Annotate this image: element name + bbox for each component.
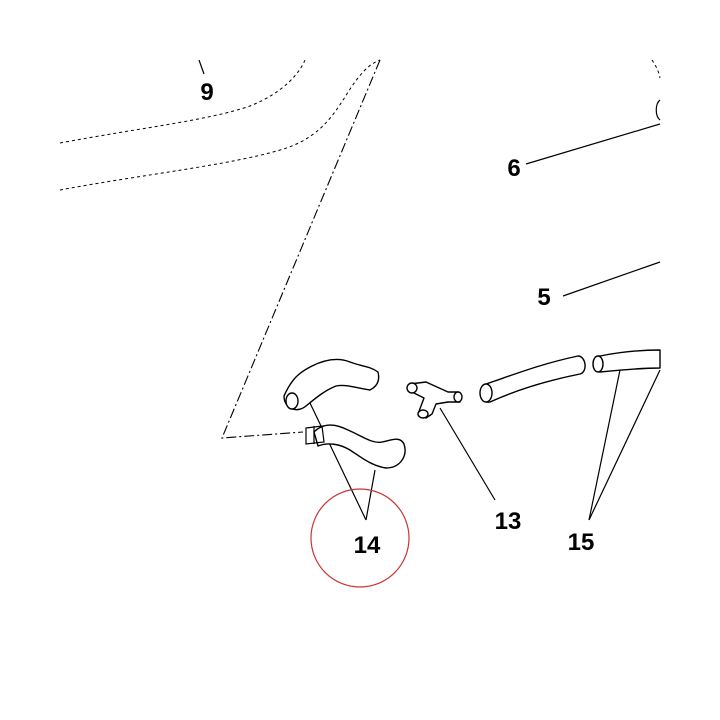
hose-14-upper xyxy=(283,358,380,411)
part-6-edge xyxy=(655,99,661,121)
leader-6 xyxy=(525,123,661,165)
panel-outline-lower xyxy=(59,59,381,191)
callout-13: 13 xyxy=(495,508,522,535)
panel-outline-upper xyxy=(59,59,306,144)
callout-14: 14 xyxy=(354,532,381,559)
leader-14b xyxy=(365,469,376,521)
connector-13 xyxy=(406,381,463,419)
callout-15: 15 xyxy=(568,529,595,556)
hose-15-left xyxy=(479,355,586,403)
leader-5 xyxy=(562,261,661,297)
part-6-outline xyxy=(651,59,661,79)
phantom-line xyxy=(221,59,381,439)
hose-15-right xyxy=(592,349,661,373)
hose-14-lower xyxy=(305,424,406,469)
callout-6: 6 xyxy=(507,155,520,182)
highlight-circle-14 xyxy=(310,488,410,588)
leader-9 xyxy=(198,59,205,75)
leader-13 xyxy=(439,407,496,501)
leader-14a xyxy=(309,402,367,521)
leader-15b xyxy=(588,369,621,521)
callout-5: 5 xyxy=(537,284,550,311)
callout-9: 9 xyxy=(200,79,213,106)
leader-15a xyxy=(588,369,661,521)
